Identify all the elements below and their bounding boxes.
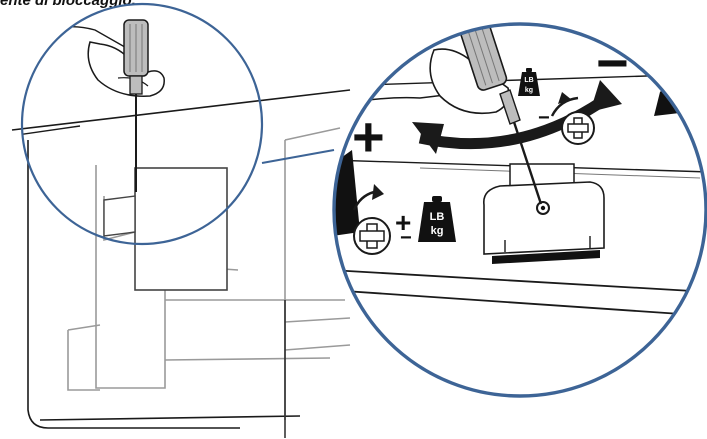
screwdriver-icon <box>123 19 149 192</box>
weight-icon: LB kg <box>418 196 456 242</box>
callout-connector <box>261 149 335 164</box>
small-callout <box>20 2 264 246</box>
weight-icon: LB kg <box>518 68 540 96</box>
minus-symbol: − <box>400 227 412 249</box>
weight-kg-label: kg <box>525 87 533 94</box>
plus-screw-icon <box>352 184 391 255</box>
rotate-arrow-icon <box>418 91 614 150</box>
minus-symbol: − <box>596 31 629 94</box>
large-callout: LB kg LB kg + + − − − <box>332 22 707 398</box>
plus-symbol: + <box>395 207 411 238</box>
minus-symbol: − <box>538 107 550 129</box>
hand-icon <box>429 48 510 115</box>
mount-plate <box>103 167 228 291</box>
plus-screw-icon <box>550 92 595 145</box>
weight-lb-label: LB <box>524 77 533 84</box>
plus-symbol: + <box>352 105 385 168</box>
mount-latch <box>483 163 605 264</box>
weight-kg-label: kg <box>431 225 444 237</box>
weight-lb-label: LB <box>430 211 445 223</box>
instruction-heading: ente di bloccaggio. <box>0 0 136 9</box>
